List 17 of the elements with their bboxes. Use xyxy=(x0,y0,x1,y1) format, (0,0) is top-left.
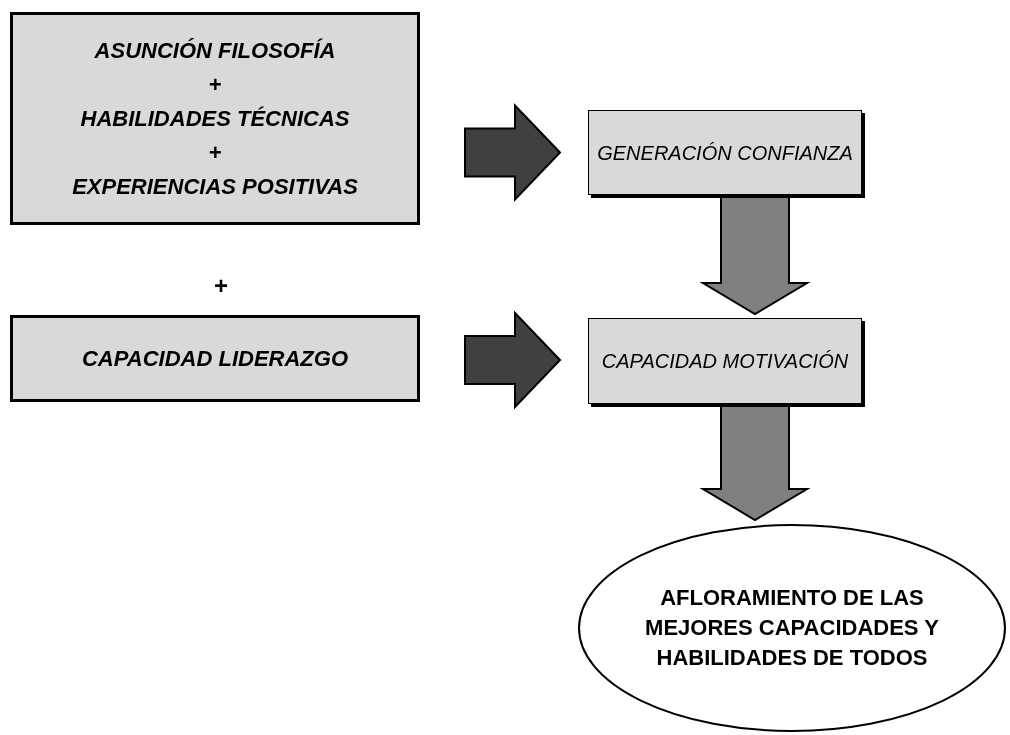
node-text: + xyxy=(208,70,222,99)
node-text: ASUNCIÓN FILOSOFÍA xyxy=(94,36,336,65)
outcome-ellipse xyxy=(578,524,1006,732)
node-text: EXPERIENCIAS POSITIVAS xyxy=(72,172,358,201)
node-text: CAPACIDAD LIDERAZGO xyxy=(82,344,348,373)
process-box xyxy=(588,110,862,195)
node-text: AFLORAMIENTO DE LAS MEJORES CAPACIDADES Y HABILIDADES DE TODOS xyxy=(644,584,940,672)
process-box xyxy=(10,315,420,402)
node-text: HABILIDADES TÉCNICAS xyxy=(80,104,350,133)
node-text: GENERACIÓN CONFIANZA xyxy=(597,140,853,166)
node-text: CAPACIDAD MOTIVACIÓN xyxy=(601,349,849,374)
node-text: + xyxy=(208,138,222,167)
process-box xyxy=(10,12,420,225)
process-box xyxy=(588,318,862,404)
block-arrow xyxy=(464,310,562,410)
block-arrow xyxy=(464,103,562,202)
plus-sign: + xyxy=(214,271,228,301)
